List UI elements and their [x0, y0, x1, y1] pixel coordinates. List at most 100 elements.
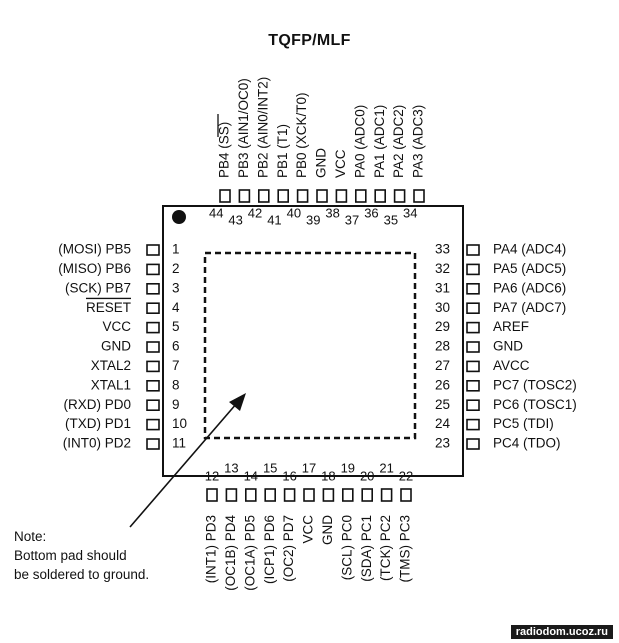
pin-pad: [238, 189, 251, 203]
pin-label: (TCK) PC2: [378, 515, 393, 581]
pin-label: (SDA) PC1: [359, 515, 374, 582]
pin-pad: [466, 399, 480, 412]
pin-pad: [146, 360, 160, 373]
pin-label: (MISO) PB6: [58, 261, 131, 276]
pin-pad: [466, 263, 480, 276]
pin-number: 1: [172, 242, 180, 257]
pin-pad: [466, 438, 480, 450]
pin-number: 28: [435, 339, 450, 354]
pin-number: 22: [399, 468, 413, 483]
pin-pad: [146, 282, 160, 295]
pin-number: 36: [364, 205, 378, 220]
pin-label: (SCK) PB7: [65, 280, 131, 295]
pin-number: 40: [287, 205, 301, 220]
pin-label: (TXD) PD1: [65, 416, 131, 431]
pin-pad: [225, 488, 238, 502]
pin-label: VCC: [102, 319, 131, 334]
pin-label: PC6 (TOSC1): [493, 397, 577, 412]
pin-pad: [146, 418, 160, 431]
pin-pad: [146, 379, 160, 392]
pin-pad: [146, 321, 160, 334]
pin-label: PC5 (TDI): [493, 416, 554, 431]
pin-number: 6: [172, 339, 180, 354]
pin-label: (TMS) PC3: [398, 515, 413, 583]
pin-pad: [413, 189, 425, 203]
pin-number: 25: [435, 397, 450, 412]
pin-number: 33: [435, 242, 450, 257]
pin-label: PA4 (ADC4): [493, 242, 566, 257]
pin-number: 21: [379, 460, 393, 475]
pin-pad: [466, 321, 480, 334]
pin-pad: [146, 302, 160, 315]
pin-label: PA6 (ADC6): [493, 280, 566, 295]
pin-number: 44: [209, 205, 223, 220]
note-text: Note: Bottom pad should be soldered to g…: [14, 527, 149, 584]
pin-pad: [374, 189, 387, 203]
pin-pad: [466, 244, 480, 256]
pin-label: PB3 (AIN1/OC0): [236, 78, 251, 178]
pin-label: AVCC: [493, 358, 530, 373]
pin-label: XTAL2: [91, 358, 131, 373]
pin-pad: [146, 341, 160, 353]
pin-label: PA7 (ADC7): [493, 300, 566, 315]
pin-number: 9: [172, 397, 180, 412]
pin-number: 43: [228, 212, 242, 227]
pin-label: GND: [314, 148, 329, 178]
pin-pad: [322, 488, 335, 502]
pin-number: 7: [172, 358, 180, 373]
pin-pad: [219, 189, 231, 203]
pin-label: RESET: [86, 300, 131, 315]
pin-number: 37: [345, 212, 359, 227]
pin-label: PA2 (ADC2): [391, 105, 406, 178]
diagram-title: TQFP/MLF: [268, 32, 351, 49]
pin-number: 30: [435, 300, 450, 315]
pin1-marker: [172, 210, 186, 224]
pin-number: 23: [435, 436, 450, 451]
pin-label: VCC: [333, 149, 348, 178]
pin-label: AREF: [493, 319, 529, 334]
pin-label: (MOSI) PB5: [58, 242, 131, 257]
pin-pad: [466, 360, 480, 373]
pin-number: 19: [341, 460, 355, 475]
note-line-2: be soldered to ground.: [14, 567, 150, 582]
pin-pad: [466, 302, 480, 315]
pin-number: 12: [205, 468, 219, 483]
pin-label: PA0 (ADC0): [352, 105, 367, 178]
pin-pad: [303, 488, 315, 502]
pin-pad: [146, 438, 160, 450]
site-watermark: radiodom.ucoz.ru: [510, 625, 613, 639]
pin-number: 27: [435, 358, 450, 373]
pin-pad: [354, 189, 367, 203]
pin-number: 3: [172, 280, 180, 295]
pin-pad: [466, 379, 480, 392]
pin-label: GND: [101, 339, 131, 354]
pin-label: (RXD) PD0: [63, 397, 131, 412]
pin-pad: [466, 341, 480, 353]
pin-label: GND: [493, 339, 523, 354]
pin-number: 26: [435, 377, 450, 392]
arrow-shaft: [129, 402, 238, 528]
pin-number: 20: [360, 468, 374, 483]
pin-label: (OC2) PD7: [281, 515, 296, 582]
arrow-head: [229, 393, 246, 411]
pin-pad: [361, 488, 374, 502]
pin-number: 8: [172, 377, 180, 392]
pin-number: 35: [384, 212, 398, 227]
pin-label: PA5 (ADC5): [493, 261, 566, 276]
pin-pad: [245, 488, 257, 502]
note-heading: Note:: [14, 529, 47, 544]
pin-label: PB0 (XCK/T0): [294, 92, 309, 178]
pin-number: 24: [435, 416, 451, 431]
pin-label: PC4 (TDO): [493, 436, 561, 451]
exposed-pad-outline: [203, 251, 417, 440]
pin-pad: [257, 189, 270, 203]
pin-number: 15: [263, 460, 277, 475]
pin-pad: [146, 263, 160, 276]
pin-pad: [466, 418, 480, 431]
chip-package: [162, 205, 464, 477]
pin-label: PA1 (ADC1): [372, 105, 387, 178]
pin-pad: [283, 488, 296, 502]
